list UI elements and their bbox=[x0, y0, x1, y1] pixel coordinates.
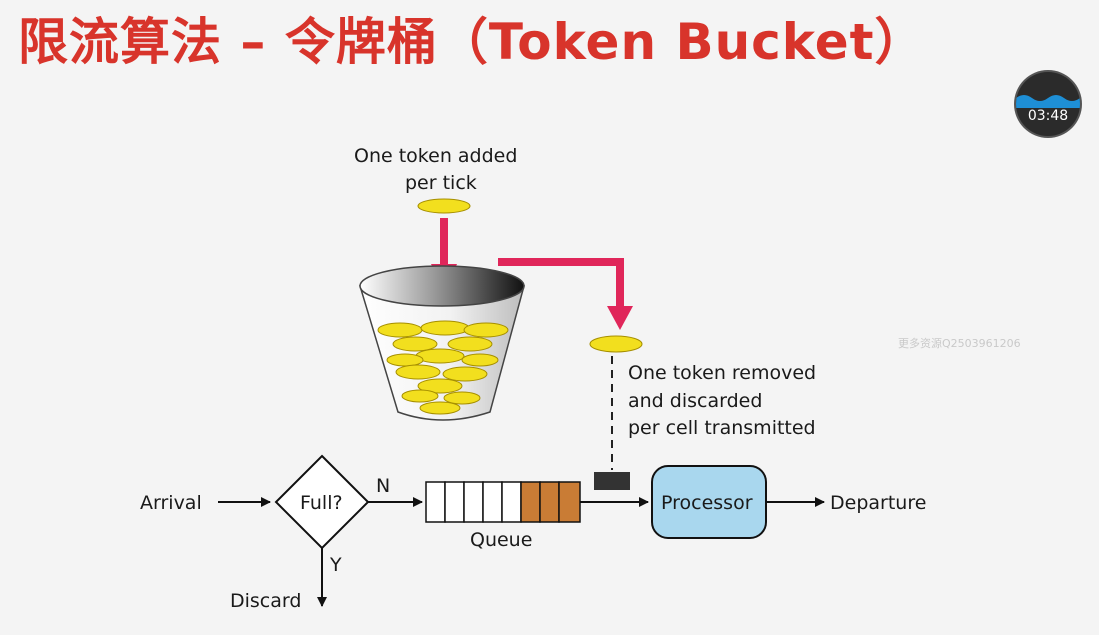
timer-text: 03:48 bbox=[1027, 108, 1069, 124]
token-removed-label-line3: per cell transmitted bbox=[628, 417, 816, 439]
wave-icon bbox=[1016, 95, 1080, 108]
video-timer[interactable]: 03:48 bbox=[1016, 72, 1080, 136]
queue bbox=[425, 481, 581, 523]
token-added-label-line2: per tick bbox=[405, 172, 477, 194]
full-decision-label: Full? bbox=[300, 492, 343, 514]
token-added-label-line1: One token added bbox=[354, 145, 517, 167]
processor-label: Processor bbox=[661, 492, 753, 514]
queue-label: Queue bbox=[470, 529, 532, 551]
watermark: 更多资源Q2503961206 bbox=[898, 337, 1021, 350]
departure-label: Departure bbox=[830, 492, 926, 514]
no-branch-label: N bbox=[376, 475, 390, 497]
token-removed-label-line2: and discarded bbox=[628, 390, 762, 412]
token-remove-arrow bbox=[498, 258, 633, 330]
token-removed-label-line1: One token removed bbox=[628, 362, 816, 384]
yes-branch-label: Y bbox=[329, 554, 342, 576]
token-gate bbox=[594, 472, 630, 490]
slide-title: 限流算法 – 令牌桶（Token Bucket） bbox=[18, 13, 926, 71]
incoming-token bbox=[417, 198, 471, 214]
removed-token bbox=[589, 335, 643, 353]
token-bucket bbox=[358, 265, 525, 421]
discard-label: Discard bbox=[230, 590, 301, 612]
bucket-tokens bbox=[377, 320, 509, 415]
arrival-label: Arrival bbox=[140, 492, 202, 514]
